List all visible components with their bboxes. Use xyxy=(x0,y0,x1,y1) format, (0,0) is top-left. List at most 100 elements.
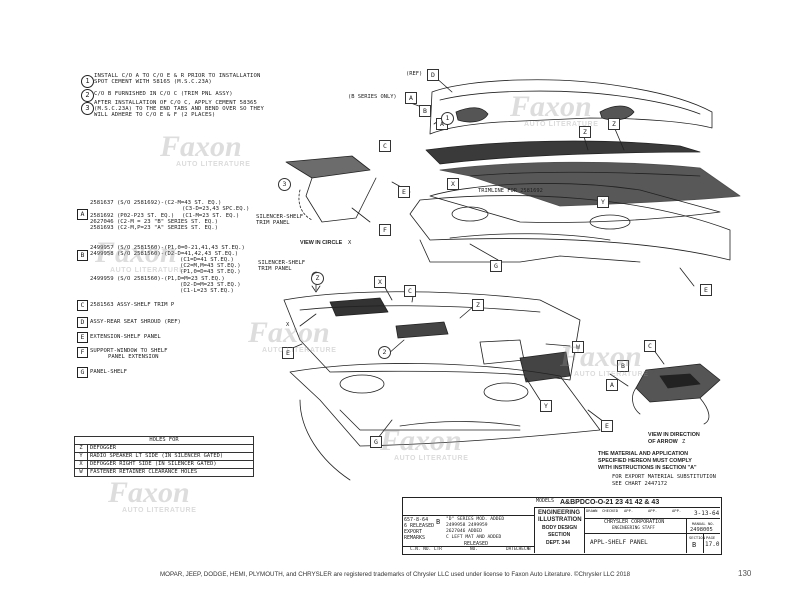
page-value: 17.0 xyxy=(705,541,720,548)
title-divider-2 xyxy=(584,518,720,519)
note-1-line-1: INSTALL C/O A TO C/O E & R PRIOR TO INST… xyxy=(94,73,261,79)
part-d-label: ASSY-REAR SEAT SHROUD (REF) xyxy=(90,319,181,325)
hdr-app-2: APP. xyxy=(648,508,658,513)
rev-line-1: 657-8-64 xyxy=(404,517,429,523)
hdr-app-3: APP. xyxy=(672,508,682,513)
part-b-line-7: (D2-D=M=23 ST.EQ.) xyxy=(180,282,241,288)
arrow-z-marker: Z xyxy=(311,272,324,285)
part-d-key: D xyxy=(77,317,88,328)
callout-x-mid: X xyxy=(374,276,386,288)
part-f-line-1: SUPPORT-WINDOW TO SHELF xyxy=(90,348,168,354)
part-a-title-1: SILENCER-SHELF xyxy=(256,214,304,220)
material-note-line-1: THE MATERIAL AND APPLICATION xyxy=(598,451,689,457)
shelf-trim-panel-drawing xyxy=(425,140,701,165)
callout-3: 3 xyxy=(278,178,291,191)
hdr-drawn: DRAWN xyxy=(586,508,598,513)
eng-illus-4: SECTION xyxy=(548,532,571,538)
models-label: MODELS xyxy=(536,498,555,504)
trademark-footer: MOPAR, JEEP, DODGE, HEMI, PLYMOUTH, and … xyxy=(160,571,631,578)
export-note-line-2: SEE CHART 2447172 xyxy=(612,481,668,487)
eng-illus-2: ILLUSTRATION xyxy=(538,517,582,523)
section-value: B xyxy=(692,541,697,549)
part-e-label: EXTENSION-SHELF PANEL xyxy=(90,334,161,340)
part-b-title-2: TRIM PANEL xyxy=(258,266,292,272)
callout-b-right: B xyxy=(617,360,629,372)
callout-z-top-2: Z xyxy=(579,126,591,138)
title-divider-3 xyxy=(584,533,720,534)
rev-letter: B xyxy=(436,518,441,526)
title-divider-v2 xyxy=(584,507,585,553)
rev-desc-3: 2627046 ADDED xyxy=(446,529,482,534)
part-c-label: 2581563 ASSY-SHELF TRIM P xyxy=(90,302,175,308)
part-b-line-8: (C1-L=23 ST.EQ.) xyxy=(180,288,234,294)
material-note-line-2: SPECIFIED HEREON MUST COMPLY xyxy=(598,458,692,464)
manual-no-label: MANUAL NO. xyxy=(692,521,715,526)
released-label: RELEASED xyxy=(464,541,489,547)
hdr-app-1: APP. xyxy=(624,508,634,513)
title-block xyxy=(402,497,722,555)
manual-no-value: 2498005 xyxy=(690,527,713,533)
hole-desc: DEFOGGER xyxy=(87,444,254,453)
callout-a-right: A xyxy=(606,379,618,391)
hole-key: W xyxy=(74,468,88,477)
title-divider-cols xyxy=(402,546,534,547)
note-1-line-2: SPOT CEMENT WITH 58165 (M.S.C.23A) xyxy=(94,79,212,85)
col-check: CHECK xyxy=(516,547,530,552)
ref-label: (REF) xyxy=(406,71,423,77)
eng-illus-3: BODY DESIGN xyxy=(542,525,577,531)
callout-2: 2 xyxy=(378,346,391,359)
callout-e-right: E xyxy=(700,284,712,296)
drawing-title: APPL-SHELF PANEL xyxy=(590,539,648,546)
part-a-title-2: TRIM PANEL xyxy=(256,220,290,226)
title-divider-v3 xyxy=(686,518,687,553)
export-note-line-1: FOR EXPORT MATERIAL SUBSTITUTION xyxy=(612,474,716,480)
note-3-line-1: AFTER INSTALLATION OF C/O C, APPLY CEMEN… xyxy=(94,100,257,106)
callout-f-left: F xyxy=(379,224,391,236)
hole-key: X xyxy=(74,460,88,469)
callout-x-top: X xyxy=(447,178,459,190)
note-3-marker: 3 xyxy=(81,102,94,115)
view-direction-line-2: OF ARROW xyxy=(648,439,678,445)
holes-table-header: HOLES FOR xyxy=(74,436,254,445)
rear-seat-shroud-drawing xyxy=(429,79,713,135)
callout-e-lower-right: E xyxy=(601,420,613,432)
callout-c-left: C xyxy=(379,140,391,152)
col-no: NO. xyxy=(470,547,478,552)
callout-y-top: Y xyxy=(597,196,609,208)
part-f-key: F xyxy=(77,347,88,358)
page-number: 130 xyxy=(738,569,752,578)
callout-w: W xyxy=(572,341,584,353)
callout-y-lower: Y xyxy=(540,400,552,412)
shelf-panel-drawing xyxy=(409,195,731,261)
title-divider-v1 xyxy=(534,507,535,553)
callout-e-lower: E xyxy=(282,347,294,359)
rev-desc-4: C LEFT MAT AND ADDED xyxy=(446,535,502,540)
staff-label: ENGINEERING STAFF xyxy=(612,525,655,530)
callout-e-left: E xyxy=(398,186,410,198)
models-value: A&BPDCO-O-21 23 41 42 & 43 xyxy=(560,499,660,506)
part-b-line-4: (C2=M,M=43 ST.EQ.) xyxy=(180,263,241,269)
callout-g-lower: G xyxy=(370,436,382,448)
part-a-line-3: 2627046 (C2-M = 23 "B" SERIES ST. EQ.) xyxy=(90,219,218,225)
part-a-sub-1: (C3-D=23,43 SPC.EQ.) xyxy=(182,206,250,212)
silencer-pad-drawing xyxy=(285,155,371,179)
part-a-line-1: 2581637 (S/O 2581692)-(C2-M=43 ST. EQ.) xyxy=(90,200,222,206)
hole-desc: RADIO SPEAKER LT SIDE (IN SILENCER GATED… xyxy=(87,452,254,461)
rev-line-3: EXPORT xyxy=(404,529,423,535)
part-a-line-2: 2581692 (P02-P23 ST. EQ.) xyxy=(90,213,175,219)
holes-title: HOLES FOR xyxy=(74,436,254,445)
view-direction-line-1: VIEW IN DIRECTION xyxy=(648,432,700,438)
callout-z-top: Z xyxy=(608,118,620,130)
callout-d: D xyxy=(427,69,439,81)
hdr-checked: CHECKED xyxy=(602,508,619,513)
hole-key: Y xyxy=(74,452,88,461)
callout-g-mid: G xyxy=(490,260,502,272)
section-label: SECTION xyxy=(689,535,706,540)
table-row: Y RADIO SPEAKER LT SIDE (IN SILENCER GAT… xyxy=(74,452,254,461)
part-b-line-1: 2499957 (S/O 2581560)-(P1,0=0-21,41,43 S… xyxy=(90,245,245,251)
note-1-marker: 1 xyxy=(81,75,94,88)
view-direction-key: Z xyxy=(682,439,686,445)
title-divider-rev xyxy=(402,515,534,516)
part-b-line-3: (C1=D=41 ST.EQ.) xyxy=(180,257,234,263)
callout-b-top: B xyxy=(419,105,431,117)
